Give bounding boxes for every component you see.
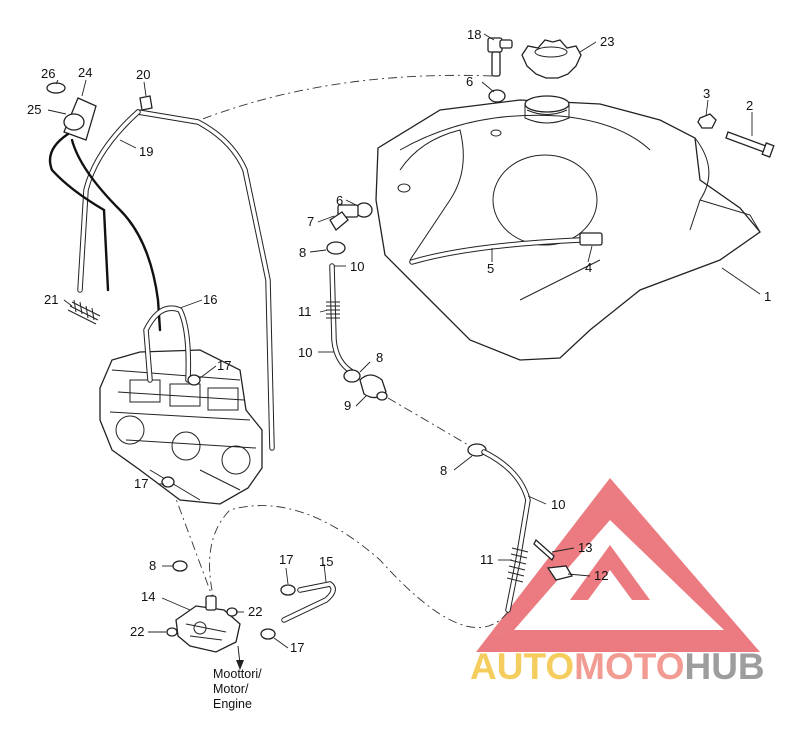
callout-8-pump: 8: [149, 558, 156, 573]
leader-lines: [47, 33, 761, 649]
watermark-word-auto: AUTO: [470, 646, 574, 687]
clamp-hose-15-top: [280, 584, 296, 596]
outlet-fitting: [329, 204, 359, 231]
clamp-upper: [326, 241, 346, 255]
callout-13: 13: [578, 540, 592, 555]
fuel-sensor: [46, 82, 97, 141]
callout-26: 26: [41, 66, 55, 81]
callout-8-upper: 8: [299, 245, 306, 260]
watermark-word-moto: MOTO: [574, 646, 684, 687]
callout-17-engine-bottom: 17: [134, 476, 148, 491]
tie-strap: [533, 538, 555, 562]
callout-22-left: 22: [130, 624, 144, 639]
callout-5: 5: [487, 261, 494, 276]
callout-10-upper: 10: [350, 259, 364, 274]
tank-nut: [697, 113, 717, 129]
callout-14: 14: [141, 589, 155, 604]
engine-note-line-2: Motor/: [213, 682, 249, 696]
clamp-hose-15-bottom: [260, 628, 276, 640]
engine-direction-note: Moottori/ Motor/ Engine: [213, 667, 262, 711]
fuel-filter: [359, 374, 388, 401]
callout-21: 21: [44, 292, 58, 307]
sensor-ring: [46, 82, 66, 94]
callout-1: 1: [764, 289, 771, 304]
watermark-inner-mark: [570, 545, 650, 600]
callout-8-middle: 8: [376, 350, 383, 365]
hose-spring-upper: [326, 301, 340, 319]
callout-2: 2: [746, 98, 753, 113]
callout-6-left: 6: [336, 193, 343, 208]
callout-17-engine-top: 17: [217, 358, 231, 373]
clamp-middle: [343, 369, 361, 383]
callout-6-top: 6: [466, 74, 473, 89]
callout-25: 25: [27, 102, 41, 117]
pickup-fitting: [579, 232, 603, 246]
grommet-top: [488, 89, 506, 103]
vent-valve: [487, 37, 513, 77]
callout-7: 7: [307, 214, 314, 229]
callout-12: 12: [594, 568, 608, 583]
callout-19: 19: [139, 144, 153, 159]
engine-note-line-3: Engine: [213, 697, 252, 711]
watermark-triangle-mark: [476, 478, 760, 652]
fuel-tank: [375, 95, 761, 361]
svg-text:AUTOMOTOHUB: AUTOMOTOHUB: [470, 646, 765, 687]
hose-spring-lower: [506, 547, 529, 583]
watermark-word-hub: HUB: [684, 646, 764, 687]
retaining-clip: [546, 565, 574, 581]
callout-10-right: 10: [551, 497, 565, 512]
line-clip: [139, 95, 153, 111]
screw-pump-right: [226, 607, 238, 617]
callout-23: 23: [600, 34, 614, 49]
engine-block: [99, 349, 263, 505]
callout-18: 18: [467, 27, 481, 42]
callout-17-hose-bottom: 17: [290, 640, 304, 655]
automotohub-watermark: AUTOMOTOHUB: [470, 478, 765, 687]
callout-3: 3: [703, 86, 710, 101]
callout-17-hose-top: 17: [279, 552, 293, 567]
clamp-engine-top: [187, 374, 201, 386]
fuel-cap: [521, 39, 582, 79]
fuel-pump: [175, 595, 241, 653]
callout-9: 9: [344, 398, 351, 413]
callout-11-upper: 11: [298, 304, 312, 319]
engine-note-line-1: Moottori/: [213, 667, 262, 681]
callout-16: 16: [203, 292, 217, 307]
callout-11-lower: 11: [480, 552, 494, 567]
callout-15: 15: [319, 554, 333, 569]
tank-bolt: [725, 131, 775, 158]
screw-pump-left: [166, 627, 178, 637]
spring: [67, 299, 101, 325]
callout-10-left: 10: [298, 345, 312, 360]
callout-20: 20: [136, 67, 150, 82]
callout-4: 4: [585, 260, 592, 275]
callout-22-right: 22: [248, 604, 262, 619]
callout-24: 24: [78, 65, 92, 80]
clamp-pump: [172, 560, 188, 572]
clamp-engine-bottom: [161, 476, 175, 488]
callout-8-lower-right: 8: [440, 463, 447, 478]
callout-labels: 1 2 3 4 5 6 6 7 8 8 8 8 9 10 10 10 11 11…: [27, 27, 771, 655]
